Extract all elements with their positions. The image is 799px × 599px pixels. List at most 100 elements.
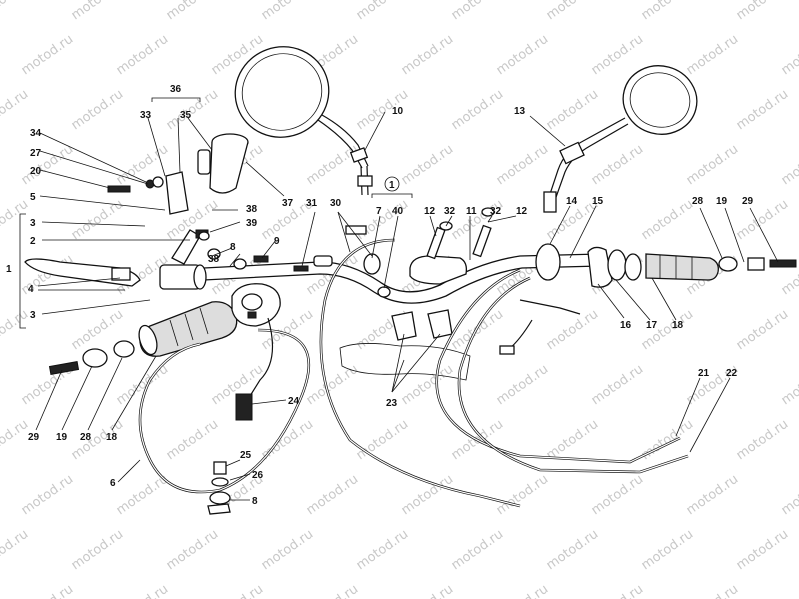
right-grip — [645, 253, 719, 281]
watermark-text: motod.ru — [544, 417, 601, 463]
callout-1: 1 — [6, 264, 12, 275]
callout-36: 36 — [170, 84, 182, 95]
watermark-text: motod.ru — [779, 472, 799, 518]
watermark-text: motod.ru — [0, 87, 31, 133]
callout-20: 20 — [30, 166, 42, 177]
callout-34: 34 — [30, 128, 42, 139]
watermark-text: motod.ru — [734, 307, 791, 353]
watermark-text: motod.ru — [734, 527, 791, 573]
watermark-text: motod.ru — [399, 32, 456, 78]
watermark-text: motod.ru — [259, 0, 316, 23]
watermark-text: motod.ru — [589, 472, 646, 518]
callout-26: 26 — [252, 470, 264, 481]
watermark-text: motod.ru — [69, 417, 126, 463]
callout-38-top: 38 — [246, 204, 258, 215]
callout-7: 7 — [376, 206, 382, 217]
callout-5: 5 — [30, 192, 36, 203]
watermark-text: motod.ru — [399, 142, 456, 188]
callout-30: 30 — [330, 198, 342, 209]
watermark-text: motod.ru — [544, 527, 601, 573]
callout-12-right: 12 — [516, 206, 528, 217]
left-switch-housing — [231, 283, 281, 327]
watermark-text: motod.ru — [304, 362, 361, 408]
watermark-text: motod.ru — [304, 582, 361, 599]
watermark-text: motod.ru — [399, 472, 456, 518]
master-cylinder — [159, 229, 209, 290]
callout-6: 6 — [110, 478, 116, 489]
watermark-text: motod.ru — [0, 197, 31, 243]
watermark-text: motod.ru — [544, 87, 601, 133]
watermark-text: motod.ru — [779, 252, 799, 298]
watermark-text: motod.ru — [0, 417, 31, 463]
callout-28-left: 28 — [80, 432, 92, 443]
callout-23: 23 — [386, 398, 398, 409]
watermark-text: motod.ru — [304, 472, 361, 518]
watermark-text: motod.ru — [69, 87, 126, 133]
wiring-harness-24 — [235, 317, 274, 421]
watermark-text: motod.ru — [779, 32, 799, 78]
watermark-text: motod.ru — [494, 32, 551, 78]
callout-4: 4 — [28, 284, 34, 295]
callout-15: 15 — [592, 196, 604, 207]
watermark-text: motod.ru — [19, 472, 76, 518]
watermark-text: motod.ru — [779, 142, 799, 188]
callout-16: 16 — [620, 320, 632, 331]
callout-13: 13 — [514, 106, 526, 117]
watermark-text: motod.ru — [589, 582, 646, 599]
watermark-text: motod.ru — [494, 472, 551, 518]
callout-21: 21 — [698, 368, 710, 379]
callout-8-bottom: 8 — [252, 496, 258, 507]
watermark-text: motod.ru — [639, 197, 696, 243]
watermark-text: motod.ru — [114, 32, 171, 78]
watermark-text: motod.ru — [449, 527, 506, 573]
throttle-cables — [435, 268, 689, 474]
callout-33: 33 — [140, 110, 152, 121]
watermark-text: motod.ru — [734, 87, 791, 133]
watermark-text: motod.ru — [449, 87, 506, 133]
watermark-text: motod.ru — [69, 527, 126, 573]
callout-35: 35 — [180, 110, 192, 121]
callout-18-left: 18 — [106, 432, 118, 443]
callout-32-left: 32 — [444, 206, 456, 217]
handlebar-clamp — [409, 207, 495, 285]
watermark-text: motod.ru — [69, 197, 126, 243]
watermark-text: motod.ru — [399, 582, 456, 599]
callout-27: 27 — [30, 148, 42, 159]
watermark-text: motod.ru — [164, 0, 221, 23]
callout-24: 24 — [288, 396, 300, 407]
watermark-text: motod.ru — [0, 0, 31, 23]
callout-10: 10 — [392, 106, 404, 117]
callout-1-circled: 1 — [389, 180, 395, 191]
reservoir-bracket — [107, 171, 189, 215]
watermark-text: motod.ru — [544, 307, 601, 353]
right-mirror — [543, 65, 698, 213]
watermark-text: motod.ru — [19, 32, 76, 78]
callout-labels: 1 2 3 3 4 5 6 7 8 8 9 10 11 12 12 13 14 … — [6, 84, 754, 507]
watermark-text: motod.ru — [494, 582, 551, 599]
long-cable — [319, 238, 521, 508]
watermark-text: motod.ru — [544, 0, 601, 23]
callout-17: 17 — [646, 320, 658, 331]
callout-29-right: 29 — [742, 196, 754, 207]
watermark-text: motod.ru — [684, 32, 741, 78]
callout-19-left: 19 — [56, 432, 68, 443]
callout-22: 22 — [726, 368, 738, 379]
callout-2: 2 — [30, 236, 36, 247]
watermark-text: motod.ru — [209, 582, 266, 599]
callout-25: 25 — [240, 450, 252, 461]
watermark-text: motod.ru — [779, 582, 799, 599]
watermark-text: motod.ru — [639, 0, 696, 23]
watermark-text: motod.ru — [164, 417, 221, 463]
watermark-text: motod.ru — [354, 197, 411, 243]
callout-31: 31 — [306, 198, 318, 209]
callout-28-right: 28 — [692, 196, 704, 207]
watermark-text: motod.ru — [304, 142, 361, 188]
right-bar-end — [718, 256, 797, 272]
watermark-text: motod.ru — [589, 142, 646, 188]
watermark-text: motod.ru — [354, 527, 411, 573]
callout-40: 40 — [392, 206, 404, 217]
watermark-text: motod.ru — [0, 527, 31, 573]
left-mirror — [234, 46, 373, 196]
watermark-text: motod.ru — [684, 142, 741, 188]
